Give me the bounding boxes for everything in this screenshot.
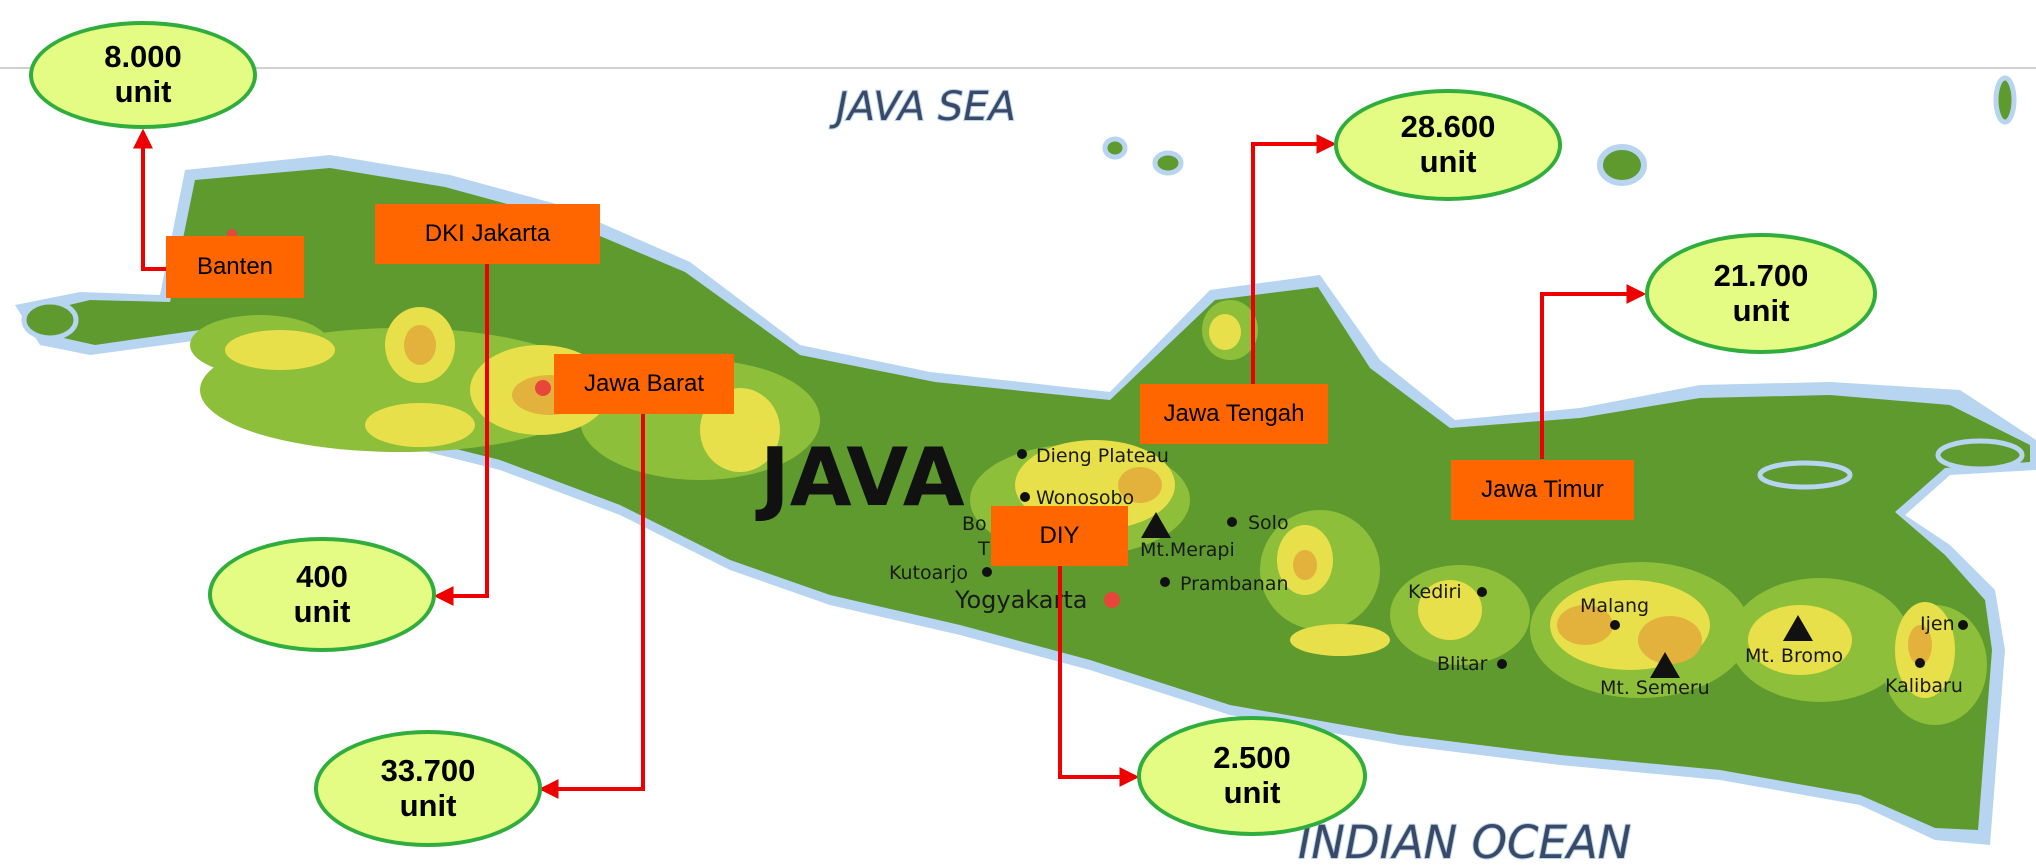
connector-jatim [1540, 284, 1647, 459]
units-ellipse-jawa-barat: 33.700 unit [314, 730, 542, 847]
label-solo: Solo [1248, 512, 1289, 534]
province-box-jawa-barat: Jawa Barat [554, 354, 734, 414]
units-ellipse-jawa-tengah: 28.600 unit [1334, 89, 1562, 201]
units-ellipse-diy: 2.500 unit [1137, 716, 1367, 836]
units-value: 28.600 [1400, 109, 1496, 145]
units-ellipse-banten: 8.000 unit [29, 21, 257, 129]
label-malang: Malang [1580, 595, 1649, 617]
label-blitar: Blitar [1437, 653, 1488, 675]
connector-jabar [538, 413, 645, 799]
label-t: T [977, 538, 990, 560]
java-sea-label: JAVA SEA [829, 84, 1016, 130]
city-dot-bandung [535, 380, 551, 396]
province-box-banten: Banten [166, 236, 304, 298]
city-dot-yogyakarta [1104, 592, 1120, 608]
units-ellipse-dki-jakarta: 400 unit [208, 537, 436, 652]
province-box-diy: DIY [991, 506, 1128, 566]
connector-dki [433, 262, 489, 606]
island-small-3 [1993, 75, 2017, 125]
label-dieng: Dieng Plateau [1036, 445, 1169, 467]
units-label: unit [1732, 292, 1790, 328]
label-kalibaru: Kalibaru [1885, 675, 1963, 697]
label-ijen: Ijen [1920, 613, 1955, 635]
units-ellipse-jawa-timur: 21.700 unit [1645, 233, 1877, 354]
connector-diy [1058, 565, 1140, 787]
units-label: unit [114, 74, 172, 109]
connector-jateng [1251, 134, 1337, 384]
units-value: 21.700 [1713, 257, 1809, 293]
units-value: 33.700 [380, 752, 476, 788]
indian-ocean-label: INDIAN OCEAN [1298, 816, 1631, 867]
label-kediri: Kediri [1408, 581, 1462, 603]
province-box-jawa-timur: Jawa Timur [1451, 460, 1634, 520]
label-bo: Bo [962, 513, 987, 535]
label-yogyakarta: Yogyakarta [954, 586, 1087, 614]
province-box-dki-jakarta: DKI Jakarta [375, 204, 600, 264]
island-small-6 [21, 299, 79, 341]
island-small-5 [1757, 460, 1853, 490]
island-madura-east [1597, 144, 1647, 186]
units-value: 8.000 [104, 39, 182, 75]
label-merapi: Mt.Merapi [1140, 539, 1235, 561]
label-kutoarjo: Kutoarjo [889, 562, 968, 584]
volcano-markers [1141, 512, 1813, 678]
units-label: unit [1419, 144, 1477, 179]
label-wonosobo: Wonosobo [1036, 487, 1134, 509]
island-small-2 [1152, 150, 1184, 176]
units-label: unit [399, 787, 457, 823]
label-semeru: Mt. Semeru [1600, 677, 1710, 699]
units-value: 400 [296, 558, 348, 594]
island-small-4 [1935, 438, 2025, 472]
connector-banten [133, 128, 168, 271]
label-prambanan: Prambanan [1180, 573, 1289, 595]
units-value: 2.500 [1213, 740, 1291, 776]
province-box-jawa-tengah: Jawa Tengah [1140, 384, 1328, 444]
city-dots [982, 449, 1968, 669]
island-small-1 [1102, 136, 1128, 160]
label-bromo: Mt. Bromo [1745, 645, 1843, 667]
units-label: unit [1223, 775, 1281, 810]
units-label: unit [293, 593, 351, 629]
java-island-label: JAVA [755, 431, 965, 524]
